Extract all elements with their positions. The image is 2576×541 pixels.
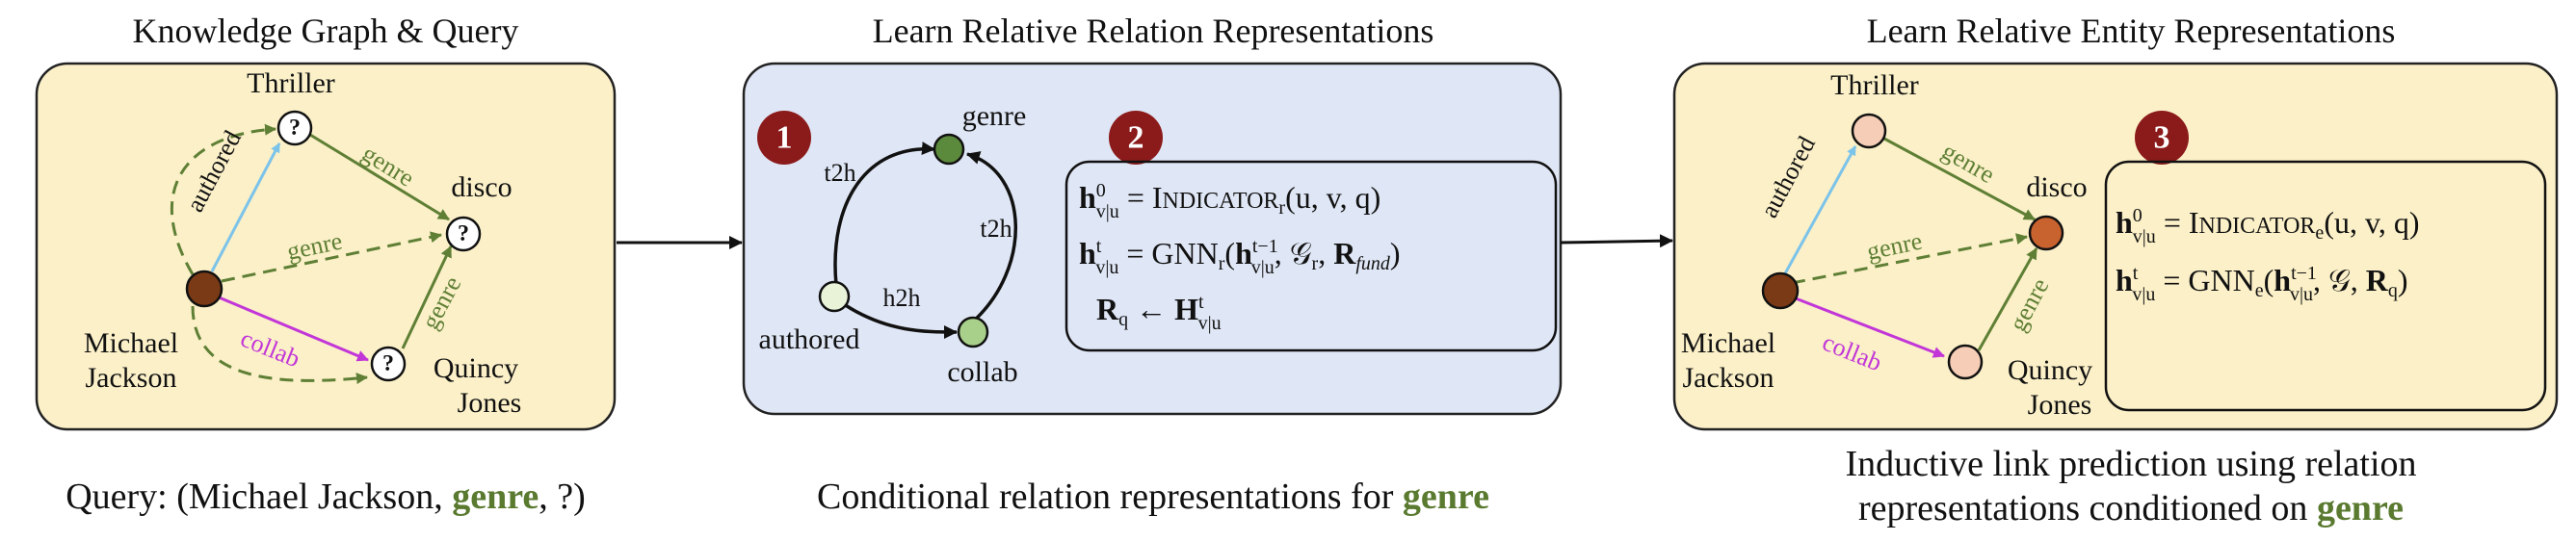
node-label-michael-1: Michael xyxy=(84,327,178,359)
rel-edge-h2h xyxy=(843,302,958,339)
edge-collab xyxy=(216,295,369,362)
badge-3 xyxy=(2135,111,2189,165)
right-node-label-michael-2: Jackson xyxy=(1683,362,1774,394)
edge-authored xyxy=(210,142,281,272)
right-edge-genre xyxy=(1883,137,2036,221)
node-disco xyxy=(445,216,482,252)
node-quincy-unknown: ? xyxy=(382,351,394,376)
right-caption-line1: Inductive link prediction using relation xyxy=(1845,444,2416,484)
right-panel-title: Learn Relative Entity Representations xyxy=(1867,12,2396,50)
right-node-quincy xyxy=(1947,344,1984,380)
right-caption-line2: representations conditioned on genre xyxy=(1858,488,2404,528)
node-thriller xyxy=(276,110,313,146)
badge-1-label: 1 xyxy=(776,120,793,156)
right-panel: Learn Relative Entity Representations au… xyxy=(1672,12,2559,528)
rel-label-collab: collab xyxy=(947,356,1017,388)
middle-panel: Learn Relative Relation Representations … xyxy=(742,12,1563,517)
rel-edge-label-h2h: h2h xyxy=(883,284,921,312)
rel-label-authored: authored xyxy=(759,323,860,355)
node-label-michael-2: Jackson xyxy=(86,362,177,394)
left-panel: Knowledge Graph & Query authored genre g… xyxy=(35,12,617,517)
right-edge-genre-dashed xyxy=(1791,233,2028,285)
left-graph-box xyxy=(35,62,617,431)
rel-edge-t2h-right xyxy=(966,151,1017,323)
entity-equation-box xyxy=(2104,160,2547,412)
node-thriller-unknown: ? xyxy=(289,116,301,141)
rel-edge-label-t2h-left: t2h xyxy=(824,159,855,187)
right-edge-authored xyxy=(1782,145,1857,276)
rel-edge-label-t2h-right: t2h xyxy=(980,215,1012,243)
node-quincy xyxy=(370,346,407,382)
left-panel-title: Knowledge Graph & Query xyxy=(133,12,519,50)
rel-node-authored xyxy=(818,280,851,313)
node-label-thriller: Thriller xyxy=(247,67,335,99)
middle-panel-title: Learn Relative Relation Representations xyxy=(873,12,1434,50)
right-graph-box xyxy=(1672,62,2559,431)
edge-genre xyxy=(309,133,450,221)
badge-2-label: 2 xyxy=(1128,120,1144,156)
left-caption: Query: (Michael Jackson, genre, ?) xyxy=(66,477,586,517)
right-edge-genre-right xyxy=(1977,247,2038,351)
right-node-label-quincy-2: Jones xyxy=(2028,389,2092,421)
badge-2 xyxy=(1109,111,1163,165)
rel-node-collab xyxy=(957,316,989,348)
node-label-quincy-1: Quincy xyxy=(434,352,518,384)
middle-caption: Conditional relation representations for… xyxy=(817,477,1489,517)
right-node-label-disco: disco xyxy=(2026,171,2087,203)
badge-3-label: 3 xyxy=(2154,120,2170,156)
right-node-label-thriller: Thriller xyxy=(1830,69,1919,101)
edge-genre-right xyxy=(401,245,453,349)
right-edge-collab xyxy=(1795,296,1945,358)
badge-1 xyxy=(757,111,811,165)
edge-query-dashed-top xyxy=(170,123,276,275)
rel-label-genre: genre xyxy=(962,100,1027,132)
rel-edge-t2h-left xyxy=(833,142,935,286)
node-disco-unknown: ? xyxy=(458,221,469,246)
right-node-label-michael-1: Michael xyxy=(1681,327,1775,359)
node-label-disco: disco xyxy=(451,171,512,203)
right-node-disco xyxy=(2028,215,2064,251)
node-label-quincy-2: Jones xyxy=(458,387,522,419)
right-node-thriller xyxy=(1851,113,1887,149)
flow-arrow-2 xyxy=(1560,234,1673,248)
right-node-label-quincy-1: Quincy xyxy=(2008,354,2092,386)
node-michael-jackson xyxy=(185,270,223,308)
edge-genre-dashed xyxy=(221,231,442,283)
relation-equation-box xyxy=(1065,160,1558,352)
rel-node-genre xyxy=(933,133,965,166)
right-node-michael-jackson xyxy=(1761,271,1800,310)
edge-query-dashed-bottom xyxy=(191,305,368,385)
